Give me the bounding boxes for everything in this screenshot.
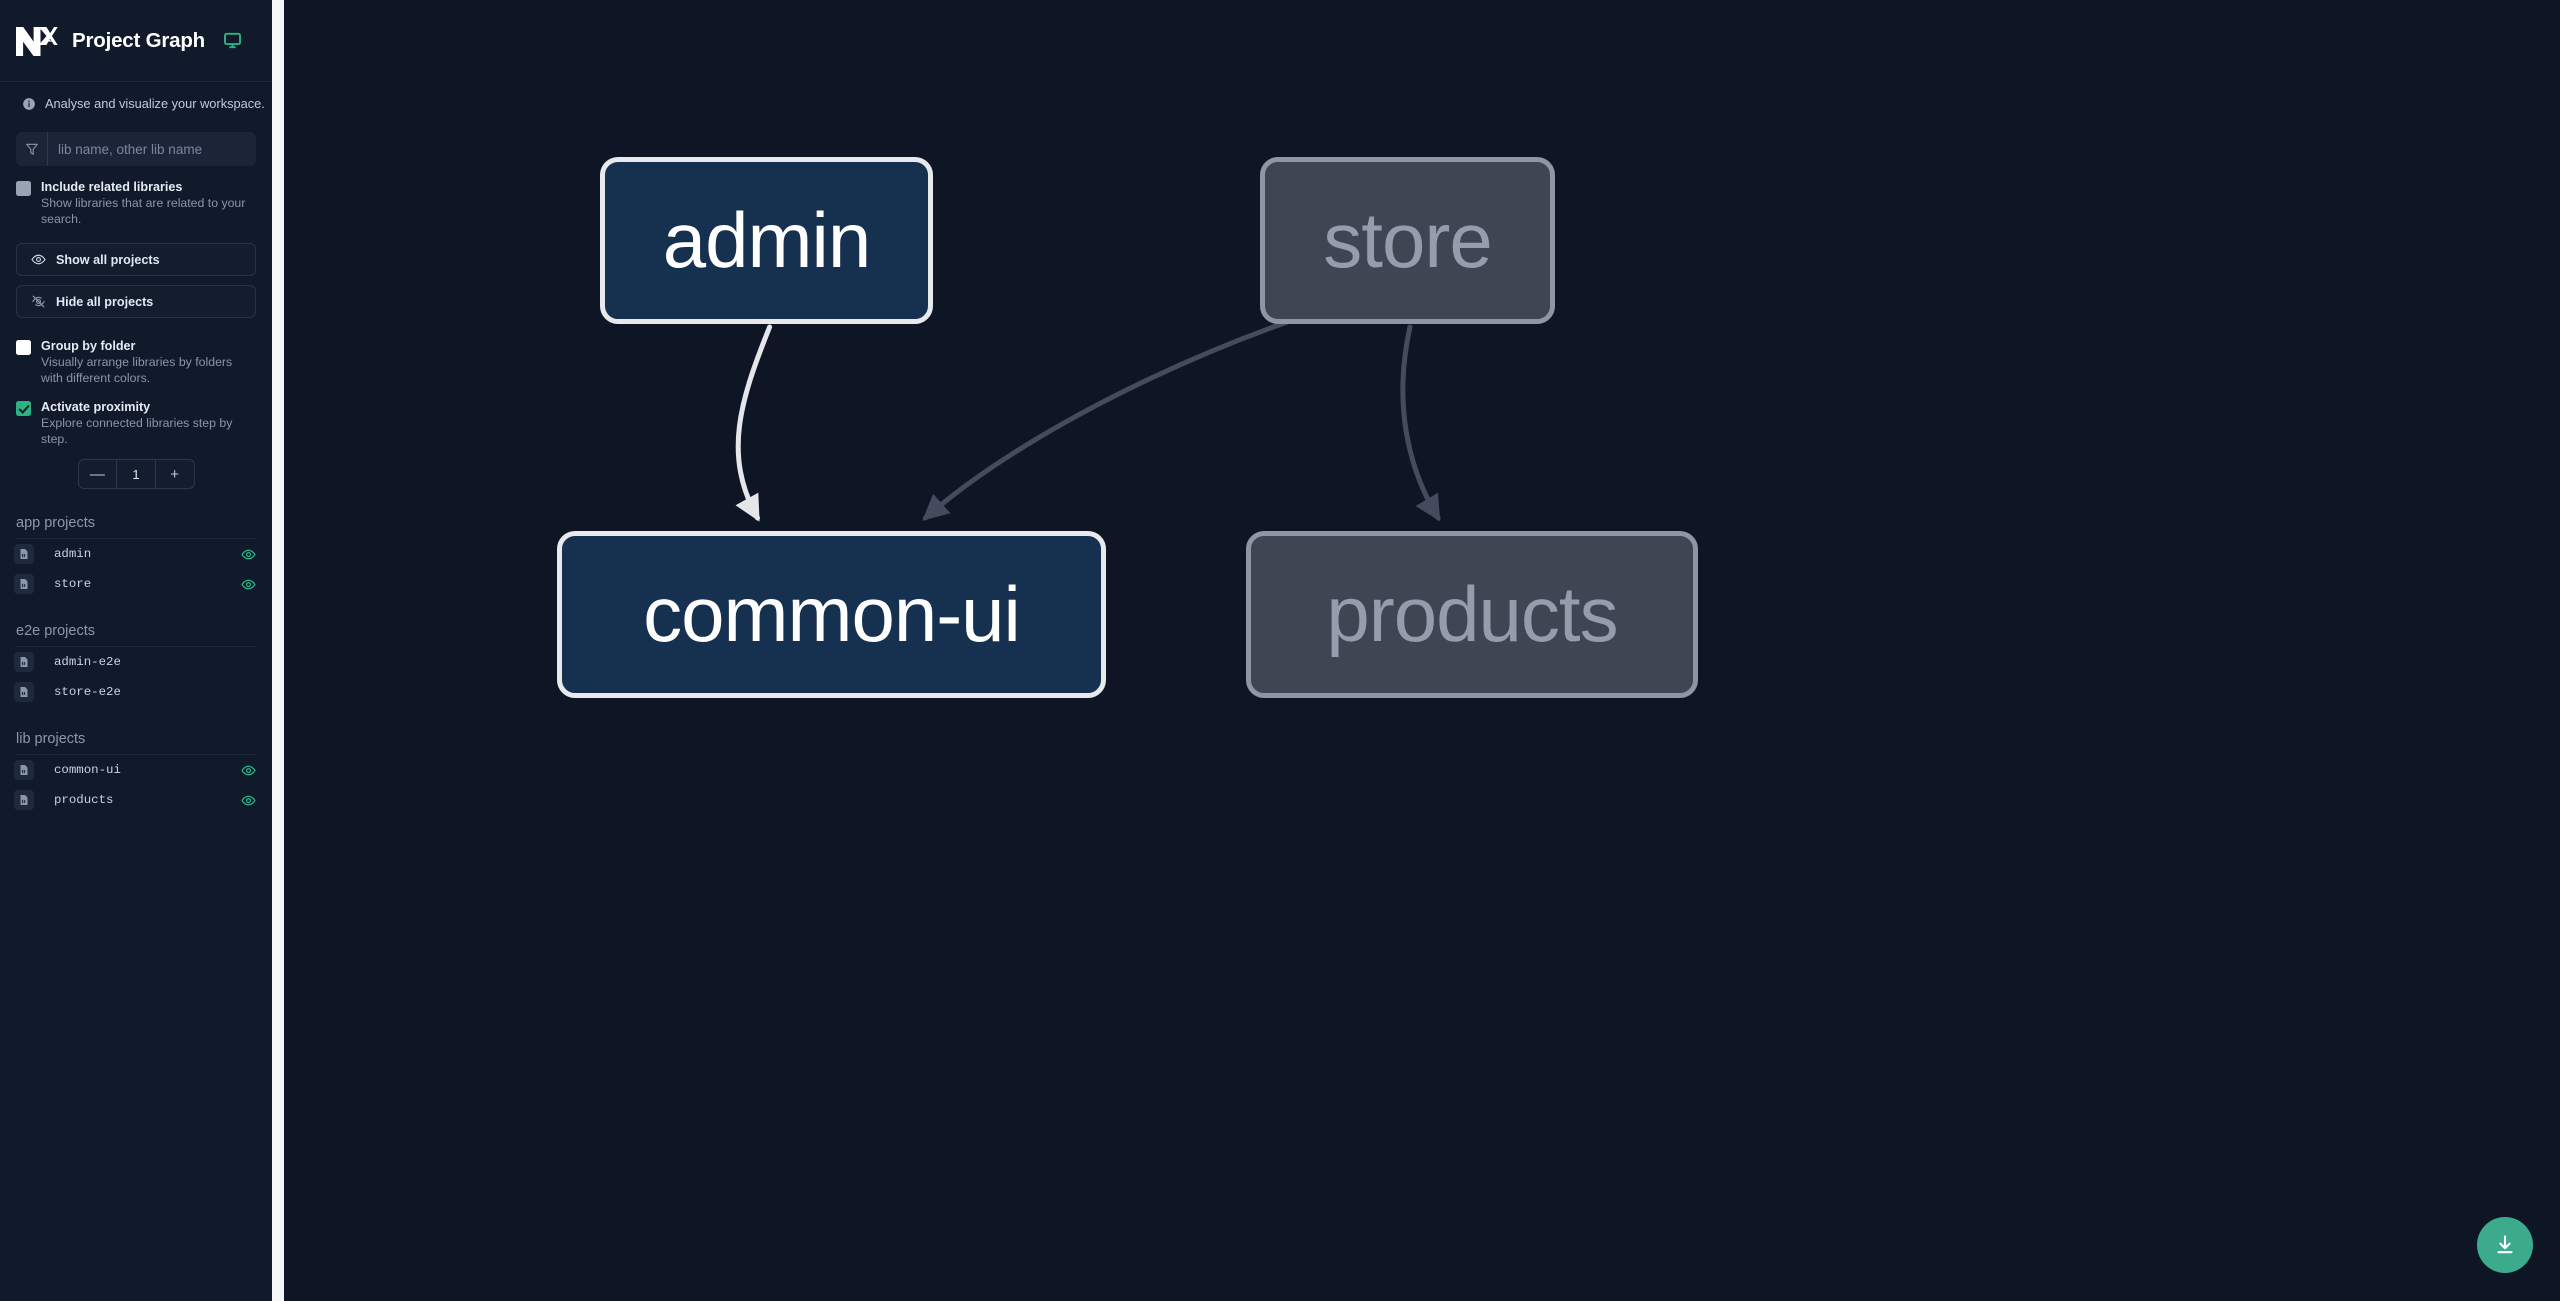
- project-icon: [14, 652, 34, 672]
- filter-icon-box: [16, 132, 48, 166]
- project-glyph-icon: [20, 579, 28, 589]
- project-visibility-eye-icon[interactable]: [241, 547, 256, 562]
- option-include-related-libraries[interactable]: Include related libraries Show libraries…: [0, 166, 272, 227]
- search-bar[interactable]: [16, 132, 256, 166]
- edge-store-to-products: [1400, 324, 1441, 522]
- project-row-admin-e2e[interactable]: admin-e2e: [0, 647, 272, 677]
- graph-node-store[interactable]: store: [1260, 157, 1555, 324]
- tagline-row: Analyse and visualize your workspace.: [0, 82, 272, 121]
- download-icon: [2497, 1235, 2513, 1254]
- project-glyph-icon: [20, 549, 28, 559]
- project-glyph-icon: [20, 795, 28, 805]
- info-icon: [23, 97, 35, 110]
- project-row-products[interactable]: products: [0, 785, 272, 815]
- project-visibility-eye-icon[interactable]: [241, 577, 256, 592]
- show-all-projects-label: Show all projects: [56, 252, 160, 267]
- sidebar: Project Graph Analyse and visualize your…: [0, 0, 272, 1301]
- project-row-store-e2e[interactable]: store-e2e: [0, 677, 272, 707]
- project-name: store: [54, 577, 92, 591]
- project-group-lib: lib projects common-ui: [0, 731, 272, 815]
- include-related-libraries-checkbox[interactable]: [16, 181, 31, 196]
- page-title: Project Graph: [72, 28, 205, 52]
- option-title: Include related libraries: [41, 180, 183, 194]
- visibility-button-stack: Show all projects Hide all projects: [0, 227, 272, 318]
- proximity-value: 1: [116, 460, 156, 488]
- group-heading: e2e projects: [16, 623, 256, 647]
- project-name: store-e2e: [54, 685, 121, 699]
- project-row-store[interactable]: store: [0, 569, 272, 599]
- option-description: Visually arrange libraries by folders wi…: [41, 355, 233, 385]
- option-title: Activate proximity: [41, 400, 151, 414]
- project-row-common-ui[interactable]: common-ui: [0, 755, 272, 785]
- project-name: admin-e2e: [54, 655, 121, 669]
- sidebar-header: Project Graph: [0, 0, 272, 82]
- project-icon: [14, 790, 34, 810]
- project-icon: [14, 682, 34, 702]
- option-activate-proximity[interactable]: Activate proximity Explore connected lib…: [0, 386, 272, 447]
- graph-node-label: products: [1326, 570, 1618, 658]
- edge-admin-to-common-ui: [735, 324, 773, 522]
- eye-off-icon: [32, 295, 45, 308]
- project-icon: [14, 544, 34, 564]
- project-visibility-eye-icon[interactable]: [241, 793, 256, 808]
- project-name: common-ui: [54, 763, 121, 777]
- graph-node-common-ui[interactable]: common-ui: [557, 531, 1106, 698]
- project-glyph-icon: [20, 687, 28, 697]
- sidebar-resize-handle[interactable]: [272, 0, 284, 1301]
- nx-logo-icon: [16, 26, 58, 56]
- filter-icon: [25, 143, 38, 155]
- project-group-app: app projects admin: [0, 515, 272, 599]
- graph-node-admin[interactable]: admin: [600, 157, 933, 324]
- graph-node-products[interactable]: products: [1246, 531, 1698, 698]
- group-by-folder-checkbox[interactable]: [16, 340, 31, 355]
- project-row-admin[interactable]: admin: [0, 539, 272, 569]
- project-icon: [14, 574, 34, 594]
- proximity-stepper[interactable]: — 1 +: [77, 459, 195, 489]
- project-list-scroll[interactable]: app projects admin: [0, 489, 272, 1301]
- graph-node-label: admin: [662, 196, 871, 284]
- option-group-by-folder[interactable]: Group by folder Visually arrange librari…: [0, 318, 272, 386]
- project-name: products: [54, 793, 114, 807]
- graph-node-label: common-ui: [643, 570, 1021, 658]
- search-input[interactable]: [48, 132, 256, 166]
- graph-node-label: store: [1323, 196, 1492, 284]
- project-group-e2e: e2e projects admin-e2e: [0, 623, 272, 707]
- activate-proximity-checkbox[interactable]: [16, 401, 31, 416]
- group-heading: app projects: [16, 515, 256, 539]
- hide-all-projects-label: Hide all projects: [56, 294, 154, 309]
- download-graph-button[interactable]: [2477, 1217, 2533, 1273]
- option-title: Group by folder: [41, 339, 136, 353]
- project-visibility-eye-icon[interactable]: [241, 763, 256, 778]
- option-description: Explore connected libraries step by step…: [41, 416, 233, 446]
- monitor-icon[interactable]: [223, 31, 242, 50]
- project-glyph-icon: [20, 657, 28, 667]
- proximity-decrement-button[interactable]: —: [89, 465, 105, 483]
- tagline-text: Analyse and visualize your workspace.: [45, 96, 265, 111]
- project-glyph-icon: [20, 765, 28, 775]
- hide-all-projects-button[interactable]: Hide all projects: [16, 285, 256, 318]
- eye-icon: [31, 254, 46, 265]
- group-heading: lib projects: [16, 731, 256, 755]
- option-description: Show libraries that are related to your …: [41, 196, 246, 226]
- project-icon: [14, 760, 34, 780]
- edge-store-to-common-ui: [922, 287, 1401, 521]
- graph-canvas[interactable]: admin store common-ui products: [272, 0, 2560, 1301]
- proximity-increment-button[interactable]: +: [170, 465, 180, 483]
- project-name: admin: [54, 547, 92, 561]
- show-all-projects-button[interactable]: Show all projects: [16, 243, 256, 276]
